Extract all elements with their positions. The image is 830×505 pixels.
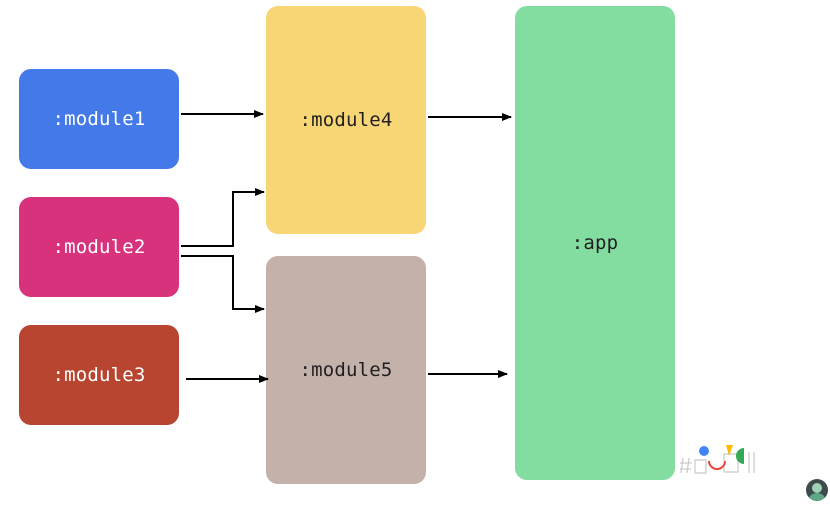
module4-node: :module4 xyxy=(266,6,426,234)
app-node: :app xyxy=(515,6,675,480)
module1-label: :module1 xyxy=(52,108,146,130)
module2-label: :module2 xyxy=(52,236,146,258)
google-io-logo-icon xyxy=(680,445,755,474)
module2-node: :module2 xyxy=(19,197,179,297)
module4-label: :module4 xyxy=(299,109,393,131)
presenter-avatar-icon xyxy=(806,479,828,501)
module3-node: :module3 xyxy=(19,325,179,425)
module5-label: :module5 xyxy=(299,359,393,381)
edge-module2-module5 xyxy=(181,255,265,313)
app-label: :app xyxy=(571,232,619,254)
module1-node: :module1 xyxy=(19,69,179,169)
module3-label: :module3 xyxy=(52,364,146,386)
edge-module2-module4 xyxy=(181,188,265,247)
module5-node: :module5 xyxy=(266,256,426,484)
